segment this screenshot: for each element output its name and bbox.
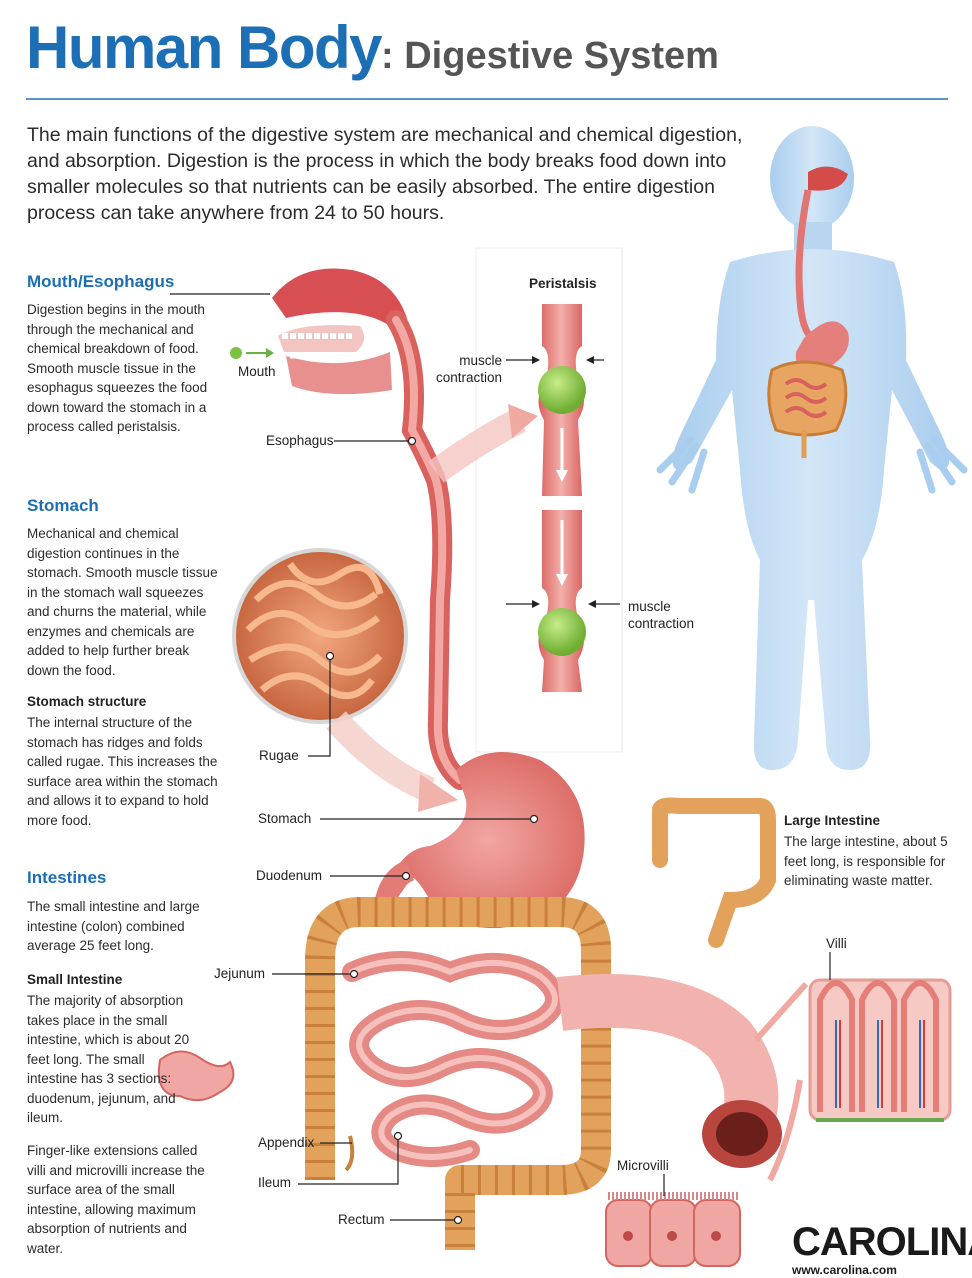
label-microvilli: Microvilli (617, 1158, 669, 1173)
appendix-illustration (344, 1135, 355, 1172)
label-peristalsis: Peristalsis (529, 276, 597, 291)
peristalsis-arrow-head (508, 404, 538, 438)
carolina-logo: CAROLINA (792, 1220, 972, 1264)
label-appendix: Appendix (258, 1135, 315, 1150)
colon-illustration (305, 897, 611, 1250)
intro-paragraph: The main functions of the digestive syst… (27, 124, 743, 224)
label-muscle-contraction-bottom: muscle contraction (628, 599, 695, 631)
rugae-arrow-head (418, 774, 458, 812)
stomach-text: Mechanical and chemical digestion contin… (27, 526, 218, 678)
rugae-arrow (326, 711, 436, 803)
label-esophagus: Esophagus (266, 433, 334, 448)
microvilli-illustration (605, 1192, 741, 1267)
stomach-structure-heading: Stomach structure (27, 694, 147, 709)
label-duodenum: Duodenum (256, 868, 323, 883)
label-rectum: Rectum (338, 1212, 385, 1227)
label-ileum: Ileum (258, 1175, 292, 1190)
rugae-closeup (232, 548, 408, 724)
small-intestine-text: The majority of absorption takes place i… (27, 993, 190, 1125)
large-intestine-heading: Large Intestine (784, 813, 881, 828)
label-mouth: Mouth (238, 364, 276, 379)
small-intestine-heading: Small Intestine (27, 972, 123, 987)
body-digestive-tract (767, 166, 849, 458)
label-villi: Villi (826, 936, 847, 951)
stomach-illustration (392, 752, 585, 929)
mouth-illustration (230, 268, 410, 395)
small-intestine-illustration (342, 951, 565, 1167)
leader-lines (170, 293, 831, 1221)
small-intestine-icon (158, 1050, 235, 1102)
villi-arrow (753, 982, 809, 1042)
intestine-tube-illustration (556, 973, 782, 1168)
title-divider (26, 98, 948, 100)
label-muscle-contraction-top: muscle contraction (435, 353, 502, 385)
esophagus-illustration (386, 310, 470, 790)
intestines-heading: Intestines (27, 868, 107, 887)
carolina-url: www.carolina.com (792, 1263, 897, 1277)
leader-dots (325, 436, 539, 1225)
microvilli-arrow (767, 1079, 803, 1182)
label-rugae: Rugae (259, 748, 299, 763)
body-silhouette (656, 126, 968, 770)
mouth-heading: Mouth/Esophagus (27, 272, 175, 291)
mouth-text: Digestion begins in the mouth through th… (27, 302, 208, 434)
stomach-structure-text: The internal structure of the stomach ha… (27, 715, 218, 828)
peristalsis-diagram (475, 247, 623, 753)
page-subtitle: : Digestive System (381, 35, 719, 77)
page-title: Human Body: Digestive System (26, 14, 719, 81)
villi-illustration (808, 978, 952, 1122)
villi-text: Finger-like extensions called villi and … (27, 1143, 205, 1256)
large-intestine-text: The large intestine, about 5 feet long, … (784, 834, 948, 888)
label-stomach: Stomach (258, 811, 312, 826)
label-jejunum: Jejunum (214, 966, 266, 981)
stomach-heading: Stomach (27, 496, 99, 515)
large-intestine-icon (652, 797, 776, 948)
intestines-text: The small intestine and large intestine … (27, 899, 200, 953)
